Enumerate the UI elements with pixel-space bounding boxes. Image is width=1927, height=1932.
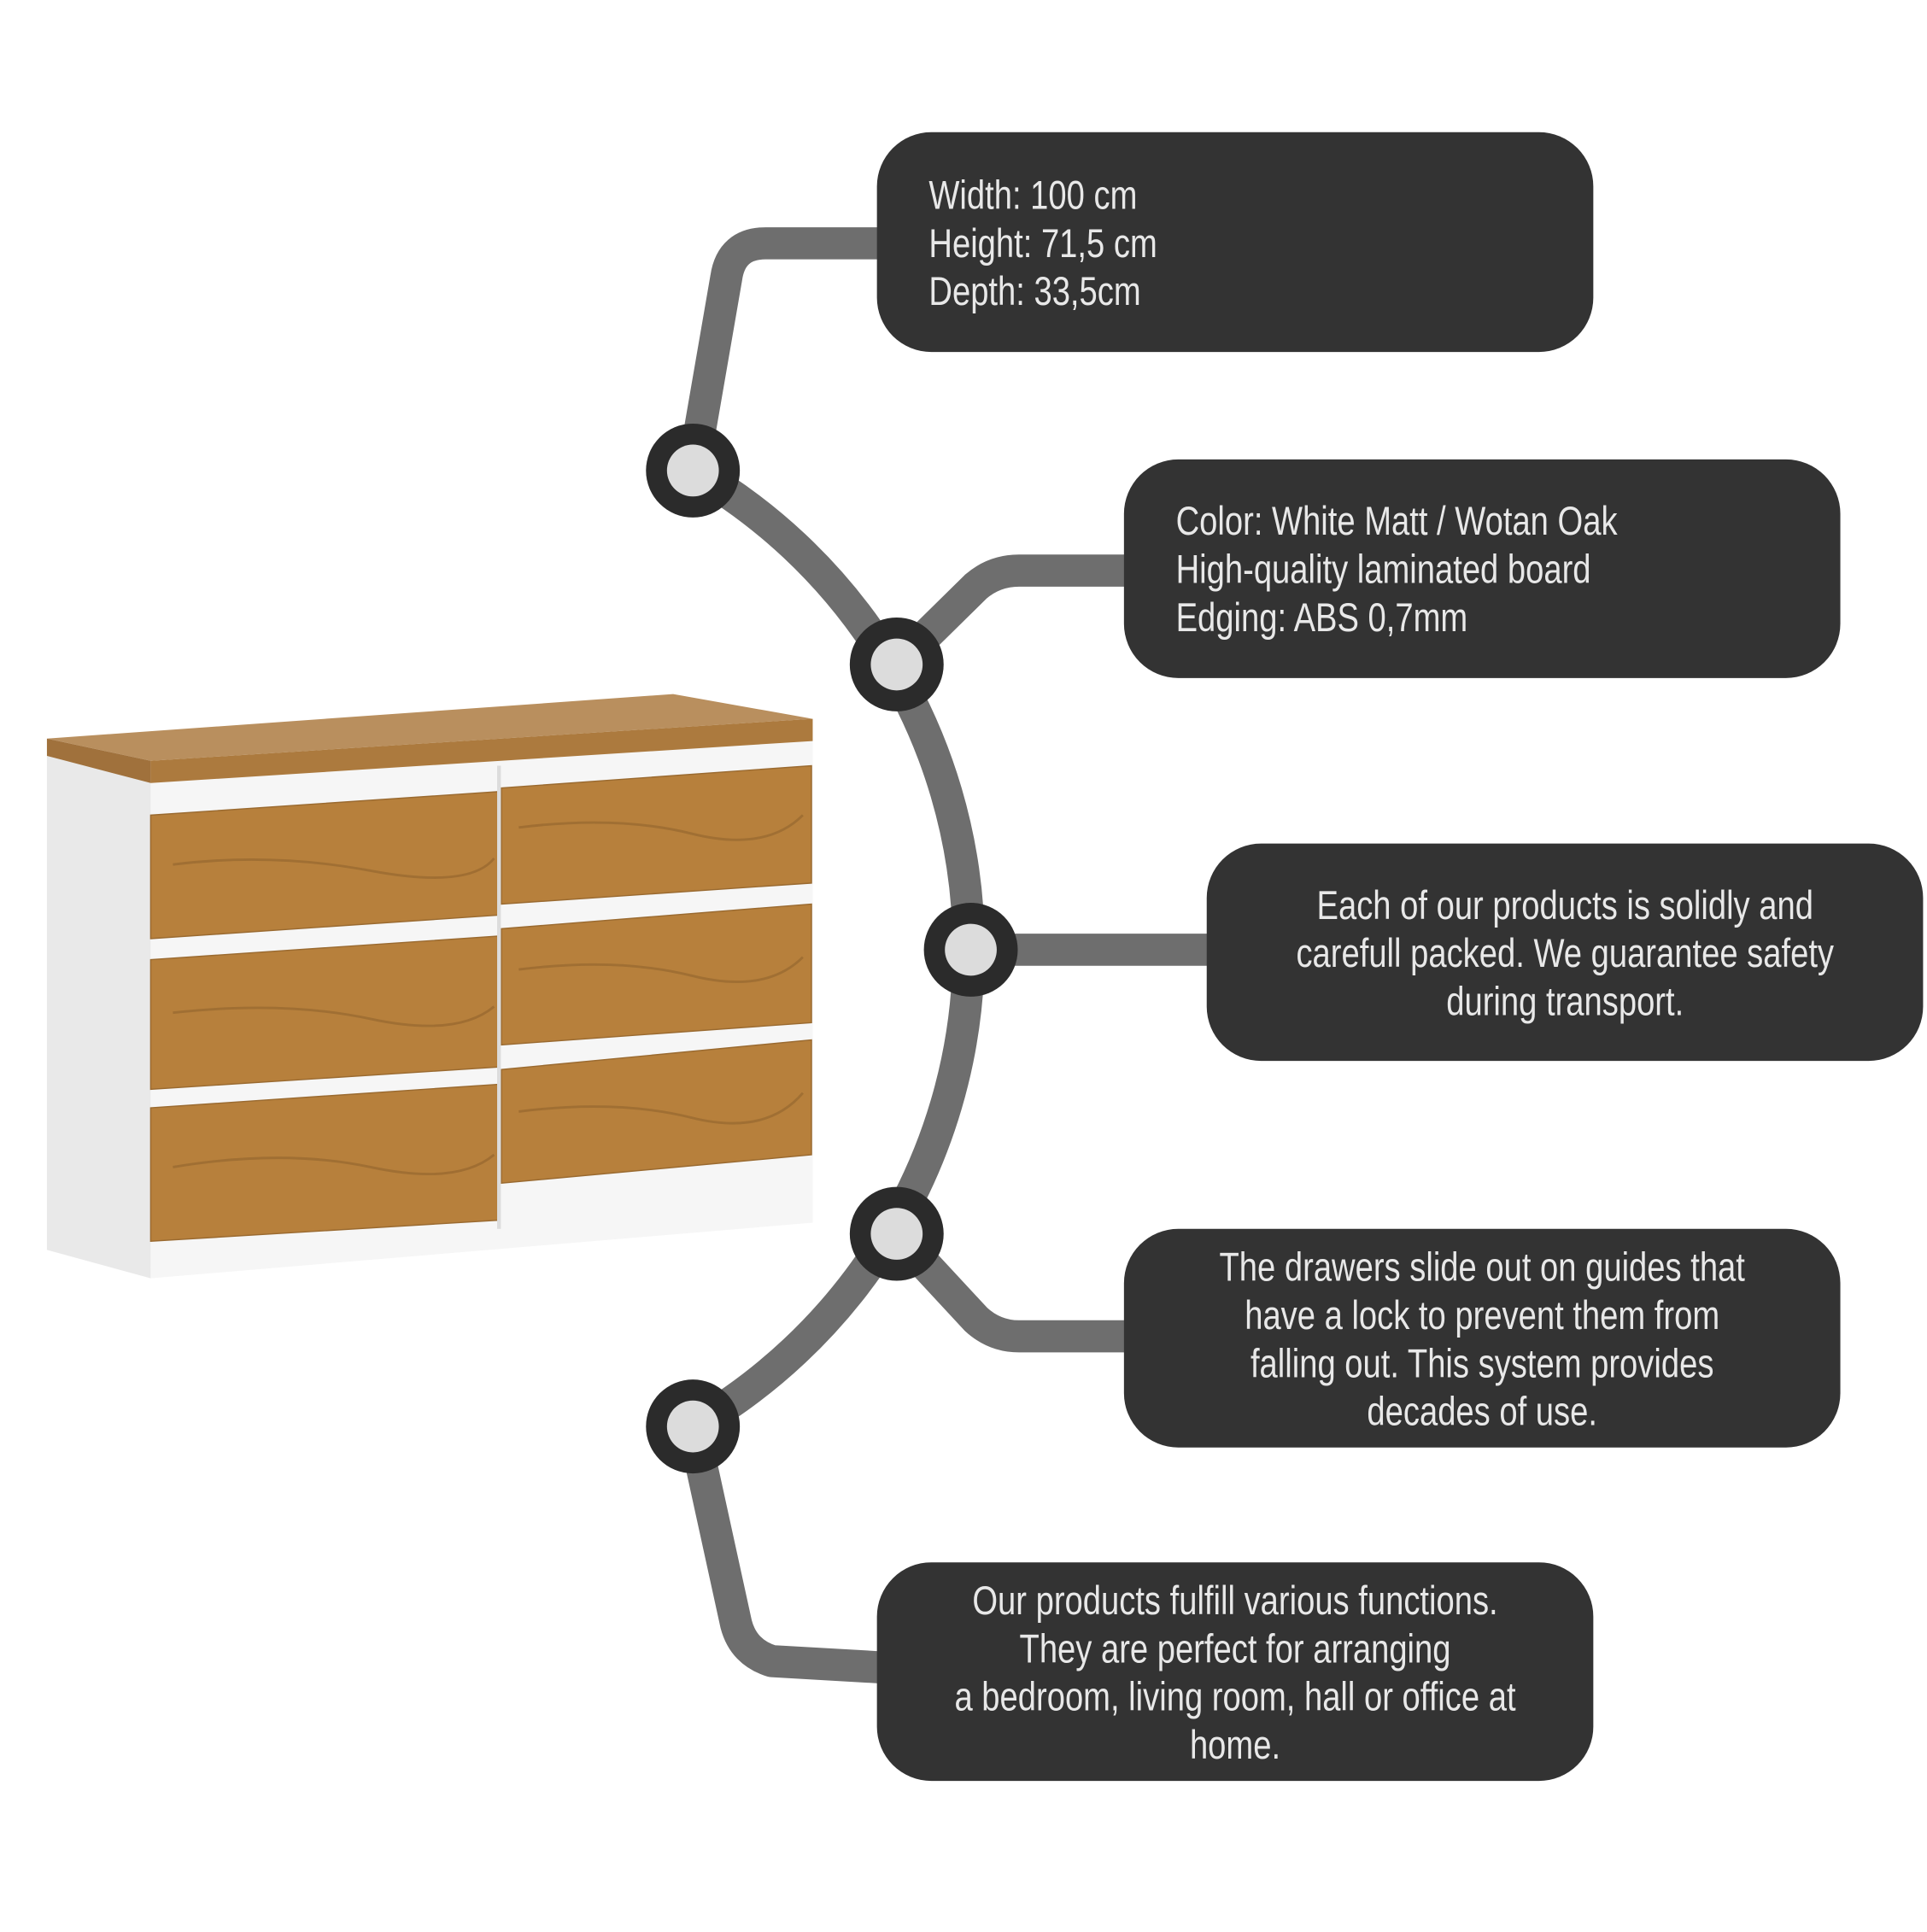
feature-box-material: Color: White Matt / Wotan Oak High-quali… [1123, 459, 1841, 678]
feature-line: Our products fulfill various functions. [972, 1576, 1498, 1623]
feature-box-packaging: Each of our products is solidly and care… [1206, 843, 1924, 1062]
feature-line: Height: 71,5 cm [928, 219, 1157, 266]
feature-box-usage: Our products fulfill various functions. … [876, 1562, 1594, 1782]
feature-line: Each of our products is solidly and [1316, 881, 1813, 928]
feature-line: falling out. This system provides [1250, 1339, 1714, 1385]
connector-2 [885, 554, 1127, 676]
connector-1 [676, 227, 880, 474]
feature-line: carefull packed. We guarantee safety [1296, 929, 1834, 975]
node-3 [923, 903, 1018, 997]
node-5 [646, 1379, 741, 1474]
feature-line: home. [1189, 1721, 1281, 1767]
feature-line: during transport. [1446, 977, 1684, 1024]
nodes [646, 423, 1018, 1474]
feature-line: They are perfect for arranging [1019, 1625, 1451, 1671]
feature-line: Depth: 33,5cm [928, 267, 1141, 313]
feature-line: have a lock to prevent them from [1245, 1291, 1720, 1338]
feature-box-drawers: The drawers slide out on guides that hav… [1123, 1228, 1841, 1448]
feature-line: Color: White Matt / Wotan Oak [1175, 497, 1618, 544]
connector-5 [676, 1423, 881, 1683]
feature-line: Width: 100 cm [928, 171, 1138, 217]
node-4 [849, 1186, 944, 1281]
feature-line: The drawers slide out on guides that [1219, 1243, 1745, 1289]
node-2 [849, 618, 944, 711]
dresser-image [46, 694, 813, 1279]
feature-line: decades of use. [1367, 1387, 1597, 1434]
feature-line: a bedroom, living room, hall or office a… [954, 1672, 1516, 1719]
feature-box-dimensions: Width: 100 cm Height: 71,5 cm Depth: 33,… [876, 132, 1594, 353]
connector-4 [885, 1222, 1127, 1353]
feature-line: High-quality laminated board [1175, 546, 1591, 592]
feature-line: Edging: ABS 0,7mm [1175, 594, 1468, 641]
node-1 [646, 423, 741, 518]
